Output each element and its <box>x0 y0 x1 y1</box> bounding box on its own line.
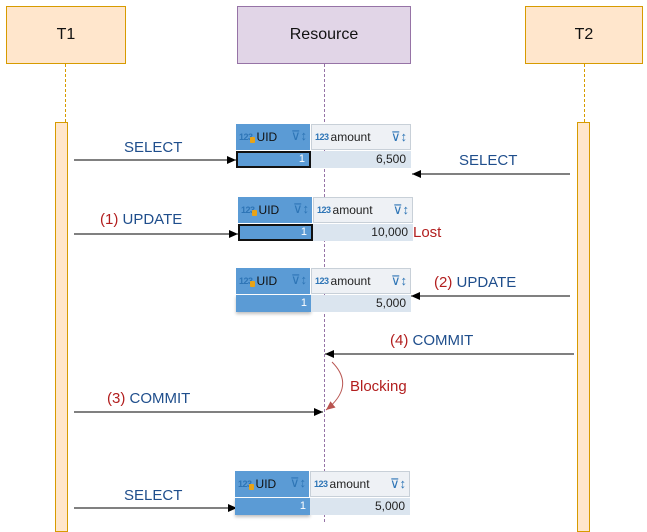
blocking-arrow <box>325 361 344 411</box>
participant-resource-label: Resource <box>289 26 359 43</box>
amount-column-header[interactable]: 123 amount ⊽↕ <box>310 471 410 497</box>
amount-cell[interactable]: 5,000 <box>310 498 410 515</box>
uid-column-header[interactable]: 123 UID ⊽↕ <box>236 268 311 294</box>
table-row[interactable]: 1 5,000 <box>236 295 411 312</box>
uid-column-header[interactable]: 123 UID ⊽↕ <box>238 197 313 223</box>
label-t1-commit: (3) COMMIT <box>107 390 191 407</box>
uid-column-header[interactable]: 123 UID ⊽↕ <box>236 124 311 150</box>
result-grid-1: 123 UID ⊽↕ 123 amount ⊽↕ 1 6,500 <box>236 124 411 168</box>
filter-sort-icon[interactable]: ⊽↕ <box>389 476 406 491</box>
filter-sort-icon[interactable]: ⊽↕ <box>289 475 306 490</box>
filter-sort-icon[interactable]: ⊽↕ <box>390 273 407 288</box>
uid-column-header[interactable]: 123 UID ⊽↕ <box>235 471 310 497</box>
participant-resource: Resource <box>237 6 411 64</box>
label-t1-select-2: SELECT <box>124 487 183 504</box>
table-row[interactable]: 1 10,000 <box>238 224 413 241</box>
label-t2-select: SELECT <box>459 152 518 169</box>
result-grid-2: 123 UID ⊽↕ 123 amount ⊽↕ 1 10,000 <box>238 197 413 241</box>
label-t2-commit: (4) COMMIT <box>390 332 474 349</box>
participant-t1-label: T1 <box>56 26 76 43</box>
uid-cell[interactable]: 1 <box>236 295 311 312</box>
lost-annotation: Lost <box>413 224 442 241</box>
amount-cell[interactable]: 10,000 <box>313 224 413 241</box>
label-t1-update: (1) UPDATE <box>100 211 183 228</box>
numeric-type-icon: 123 <box>238 479 252 489</box>
amount-column-header[interactable]: 123 amount ⊽↕ <box>311 124 411 150</box>
filter-sort-icon[interactable]: ⊽↕ <box>392 202 409 217</box>
blocking-annotation: Blocking <box>350 378 407 395</box>
filter-sort-icon[interactable]: ⊽↕ <box>292 201 309 216</box>
key-icon <box>249 137 255 143</box>
lifeline-t1 <box>65 64 66 122</box>
key-icon <box>249 281 255 287</box>
participant-t2-label: T2 <box>574 26 594 43</box>
amount-cell[interactable]: 5,000 <box>311 295 411 312</box>
numeric-type-icon: 123 <box>241 205 255 215</box>
uid-cell[interactable]: 1 <box>235 498 310 515</box>
numeric-type-icon: 123 <box>315 132 329 142</box>
participant-t1: T1 <box>6 6 126 64</box>
key-icon <box>248 484 254 490</box>
result-grid-4: 123 UID ⊽↕ 123 amount ⊽↕ 1 5,000 <box>235 471 410 515</box>
numeric-type-icon: 123 <box>239 132 253 142</box>
numeric-type-icon: 123 <box>315 276 329 286</box>
filter-sort-icon[interactable]: ⊽↕ <box>390 129 407 144</box>
uid-cell[interactable]: 1 <box>236 151 311 168</box>
lifeline-t2 <box>584 64 585 122</box>
participant-t2: T2 <box>525 6 643 64</box>
numeric-type-icon: 123 <box>317 205 331 215</box>
key-icon <box>251 210 257 216</box>
filter-sort-icon[interactable]: ⊽↕ <box>290 128 307 143</box>
uid-cell[interactable]: 1 <box>238 224 313 241</box>
amount-column-header[interactable]: 123 amount ⊽↕ <box>311 268 411 294</box>
table-row[interactable]: 1 6,500 <box>236 151 411 168</box>
filter-sort-icon[interactable]: ⊽↕ <box>290 272 307 287</box>
result-grid-3: 123 UID ⊽↕ 123 amount ⊽↕ 1 5,000 <box>236 268 411 312</box>
table-row[interactable]: 1 5,000 <box>235 498 410 515</box>
numeric-type-icon: 123 <box>314 479 328 489</box>
label-t2-update: (2) UPDATE <box>434 274 517 291</box>
amount-column-header[interactable]: 123 amount ⊽↕ <box>313 197 413 223</box>
label-t1-select-1: SELECT <box>124 139 183 156</box>
numeric-type-icon: 123 <box>239 276 253 286</box>
amount-cell[interactable]: 6,500 <box>311 151 411 168</box>
